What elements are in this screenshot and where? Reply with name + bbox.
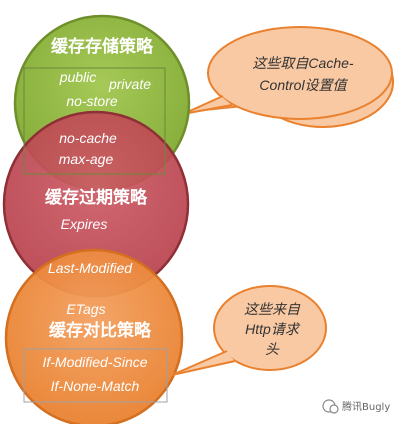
callout2-bubble-ellipse: [213, 285, 327, 371]
term-if-none-match: If-None-Match: [51, 378, 140, 394]
http-headers-callout: 这些来自 Http请求 头: [171, 285, 327, 376]
term-public: public: [59, 69, 97, 85]
callout2-line-1: 这些来自: [244, 301, 301, 317]
http-headers-box: [23, 348, 168, 403]
term-private: private: [108, 76, 151, 92]
callout2-pointer-outline: [171, 350, 236, 376]
term-no-cache: no-cache: [59, 130, 117, 146]
term-expires: Expires: [61, 216, 108, 232]
cache-control-callout: 这些取自Cache- Control设置值: [182, 26, 394, 128]
callout2-pointer-fill: [172, 352, 236, 375]
cache-control-box: [23, 67, 166, 175]
compare-strategy-circle: [4, 248, 184, 424]
cache-strategy-title: 缓存存储策略: [51, 36, 154, 57]
callout-pointer-fill: [183, 97, 233, 114]
watermark: 腾讯Bugly: [322, 399, 390, 414]
callout2-line-3: 头: [265, 341, 280, 357]
expiry-strategy-title: 缓存过期策略: [45, 187, 148, 208]
watermark-text: 腾讯Bugly: [342, 400, 390, 413]
callout2-line-2: Http请求: [245, 321, 301, 337]
wechat-icon-inner: [329, 404, 339, 414]
callout-line-1: 这些取自Cache-: [252, 55, 353, 71]
term-no-store: no-store: [66, 93, 118, 109]
callout-line-2: Control设置值: [259, 77, 348, 93]
callout-bubble-ellipse: [207, 26, 393, 120]
term-etags: ETags: [66, 301, 105, 317]
compare-strategy-title: 缓存对比策略: [49, 320, 152, 341]
term-max-age: max-age: [59, 151, 114, 167]
term-if-modified-since: If-Modified-Since: [42, 354, 147, 370]
term-last-modified: Last-Modified: [48, 260, 133, 276]
